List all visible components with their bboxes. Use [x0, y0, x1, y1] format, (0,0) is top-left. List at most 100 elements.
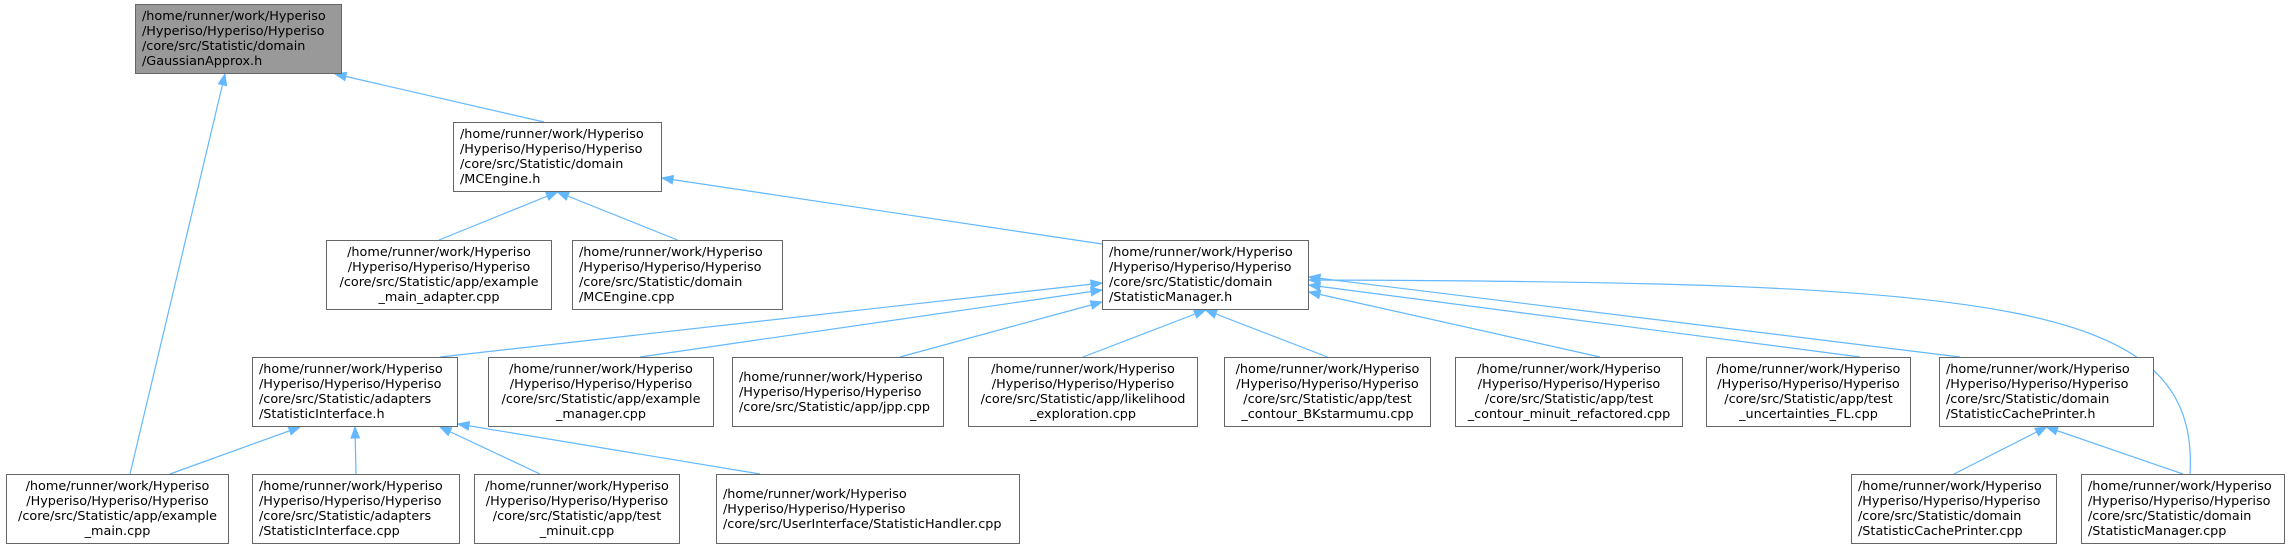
edge-line	[334, 73, 545, 123]
node-text-line: /home/runner/work/Hyperiso	[1716, 362, 1901, 377]
edge-arrowhead	[1307, 289, 1322, 300]
node-statistic-cache-printer-cpp[interactable]: /home/runner/work/Hyperiso/Hyperiso/Hype…	[1851, 474, 2057, 544]
edge-line	[438, 191, 558, 241]
node-text-line: /core/src/Statistic/domain	[460, 157, 624, 172]
node-text-line: /Hyperiso/Hyperiso/Hyperiso	[1946, 377, 2129, 392]
node-test-contour-minuit-refactored-cpp[interactable]: /home/runner/work/Hyperiso/Hyperiso/Hype…	[1455, 357, 1683, 427]
node-text-line: /core/src/Statistic/app/likelihood	[980, 392, 1186, 407]
node-example-main-adapter-cpp[interactable]: /home/runner/work/Hyperiso/Hyperiso/Hype…	[326, 240, 552, 310]
edge-arrowhead	[350, 425, 361, 439]
node-text-line: /core/src/Statistic/domain	[1858, 509, 2022, 524]
node-text-line: /home/runner/work/Hyperiso	[1477, 362, 1661, 377]
edge-cacheprinter_h-to-statmanager_h	[1307, 273, 1961, 358]
node-text-line: /Hyperiso/Hyperiso/Hyperiso	[26, 494, 209, 509]
node-text-line: _uncertainties_FL.cpp	[1739, 407, 1878, 422]
node-text-line: /Hyperiso/Hyperiso/Hyperiso	[259, 494, 442, 509]
node-text-line: /Hyperiso/Hyperiso/Hyperiso	[1858, 494, 2041, 509]
edge-arrowhead	[1307, 275, 1321, 285]
node-mcengine-h[interactable]: /home/runner/work/Hyperiso/Hyperiso/Hype…	[453, 122, 662, 192]
node-text-line: /home/runner/work/Hyperiso	[2088, 479, 2272, 494]
edge-line	[439, 282, 1103, 358]
edge-statmanager_h-to-mcengine_h	[660, 174, 1103, 245]
edge-line	[129, 73, 226, 475]
edge-line	[1953, 426, 2047, 475]
edge-line	[457, 423, 761, 475]
node-text-line: /Hyperiso/Hyperiso/Hyperiso	[1236, 377, 1419, 392]
node-text-line: _contour_BKstarmumu.cpp	[1241, 407, 1414, 422]
node-text-line: /Hyperiso/Hyperiso/Hyperiso	[259, 377, 442, 392]
edge-example_main-to-gaussian	[129, 72, 228, 475]
node-text-line: /home/runner/work/Hyperiso	[1946, 362, 2130, 377]
node-text-line: /StatisticManager.cpp	[2088, 524, 2227, 539]
edge-example_main-to-statinterface_h	[169, 426, 302, 475]
node-text-line: /Hyperiso/Hyperiso/Hyperiso	[509, 377, 693, 392]
node-text-line: /core/src/Statistic/app/example	[18, 509, 217, 524]
node-statistic-manager-h[interactable]: /home/runner/work/Hyperiso/Hyperiso/Hype…	[1102, 240, 1309, 310]
node-text-line: /Hyperiso/Hyperiso/Hyperiso	[1109, 260, 1292, 275]
edge-example_manager-to-statmanager_h	[639, 286, 1104, 358]
edge-example_main_adapter-to-mcengine_h	[438, 191, 559, 241]
node-gaussian-approx-h: /home/runner/work/Hyperiso/Hyperiso/Hype…	[135, 4, 342, 74]
node-jpp-cpp[interactable]: /home/runner/work/Hyperiso/Hyperiso/Hype…	[732, 357, 944, 427]
node-text-line: /Hyperiso/Hyperiso/Hyperiso	[347, 260, 531, 275]
edge-arrowhead	[1307, 281, 1322, 292]
node-statistic-interface-h[interactable]: /home/runner/work/Hyperiso/Hyperiso/Hype…	[252, 357, 458, 427]
node-text-line: /Hyperiso/Hyperiso/Hyperiso	[991, 377, 1175, 392]
node-text-line: /core/src/UserInterface/StatisticHandler…	[723, 516, 1002, 532]
node-text-line: /home/runner/work/Hyperiso	[259, 479, 443, 494]
node-text-line: _main.cpp	[84, 524, 151, 539]
node-text-line: /core/src/Statistic/app/test	[492, 509, 662, 524]
node-text-line: /home/runner/work/Hyperiso	[25, 479, 210, 494]
edge-line	[1308, 279, 2191, 475]
node-text-line: /core/src/Statistic/domain	[1946, 392, 2110, 407]
node-example-main-cpp[interactable]: /home/runner/work/Hyperiso/Hyperiso/Hype…	[6, 474, 229, 544]
node-text-line: /Hyperiso/Hyperiso/Hyperiso	[1477, 377, 1661, 392]
node-text-line: /core/src/Statistic/domain	[2088, 509, 2252, 524]
edge-line	[639, 289, 1103, 358]
node-statistic-cache-printer-h[interactable]: /home/runner/work/Hyperiso/Hyperiso/Hype…	[1939, 357, 2154, 427]
node-statistic-manager-cpp[interactable]: /home/runner/work/Hyperiso/Hyperiso/Hype…	[2081, 474, 2285, 544]
edge-arrowhead	[2034, 426, 2048, 437]
edge-arrowhead	[1089, 286, 1104, 297]
edge-likelihood-to-statmanager_h	[1082, 309, 1207, 358]
node-text-line: _minuit.cpp	[539, 524, 615, 539]
edge-line	[2046, 426, 2184, 475]
node-test-contour-bkstarmumu-cpp[interactable]: /home/runner/work/Hyperiso/Hyperiso/Hype…	[1224, 357, 1431, 427]
edge-statinterface_cpp-to-statinterface_h	[350, 425, 361, 475]
node-text-line: /core/src/Statistic/adapters	[259, 509, 432, 524]
node-text-line: /StatisticInterface.cpp	[259, 524, 400, 539]
edge-contour_bk-to-statmanager_h	[1204, 309, 1328, 358]
node-text-line: /core/src/Statistic/adapters	[259, 392, 432, 407]
node-text-line: /home/runner/work/Hyperiso	[1235, 362, 1420, 377]
node-example-manager-cpp[interactable]: /home/runner/work/Hyperiso/Hyperiso/Hype…	[488, 357, 714, 427]
node-text-line: /Hyperiso/Hyperiso/Hyperiso	[142, 24, 325, 39]
edge-line	[1308, 284, 1861, 358]
node-text-line: /home/runner/work/Hyperiso	[991, 362, 1175, 377]
edge-jpp-to-statmanager_h	[899, 300, 1104, 358]
node-statistic-handler-cpp[interactable]: /home/runner/work/Hyperiso/Hyperiso/Hype…	[716, 474, 1020, 544]
node-text-line: /home/runner/work/Hyperiso	[509, 362, 693, 377]
node-test-uncertainties-fl-cpp[interactable]: /home/runner/work/Hyperiso/Hyperiso/Hype…	[1706, 357, 1911, 427]
node-text-line: /home/runner/work/Hyperiso	[739, 369, 923, 385]
node-likelihood-exploration-cpp[interactable]: /home/runner/work/Hyperiso/Hyperiso/Hype…	[968, 357, 1198, 427]
edge-arrowhead	[2045, 426, 2059, 436]
node-text-line: /Hyperiso/Hyperiso/Hyperiso	[460, 142, 643, 157]
node-test-minuit-cpp[interactable]: /home/runner/work/Hyperiso/Hyperiso/Hype…	[474, 474, 680, 544]
node-text-line: /Hyperiso/Hyperiso/Hyperiso	[579, 260, 762, 275]
node-statistic-interface-cpp[interactable]: /home/runner/work/Hyperiso/Hyperiso/Hype…	[252, 474, 460, 544]
edge-statinterface_h-to-statmanager_h	[439, 279, 1104, 358]
node-text-line: _manager.cpp	[555, 407, 647, 422]
node-mcengine-cpp[interactable]: /home/runner/work/Hyperiso/Hyperiso/Hype…	[572, 240, 783, 310]
node-text-line: /home/runner/work/Hyperiso	[1109, 245, 1293, 260]
edge-arrowhead	[1089, 300, 1104, 310]
edge-arrowhead	[544, 191, 559, 201]
edge-line	[439, 426, 541, 475]
node-text-line: /GaussianApprox.h	[142, 54, 263, 69]
node-text-line: _main_adapter.cpp	[378, 290, 500, 305]
node-text-line: /core/src/Statistic/app/test	[1484, 392, 1654, 407]
edge-mcengine_h-to-gaussian	[333, 71, 545, 123]
edge-arrowhead	[556, 191, 571, 201]
node-text-line: /Hyperiso/Hyperiso/Hyperiso	[485, 494, 669, 509]
node-text-line: /home/runner/work/Hyperiso	[485, 479, 669, 494]
node-text-line: /core/src/Statistic/app/jpp.cpp	[739, 399, 931, 415]
